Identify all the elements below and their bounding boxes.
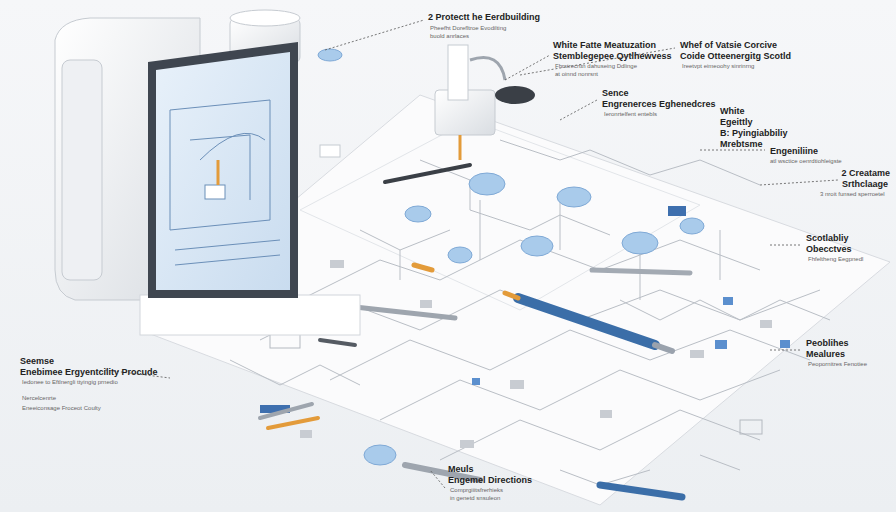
callout-heading: Engeniliine (770, 146, 818, 156)
callout-heading: Sence (602, 88, 629, 98)
callout-note: in genetd snsuleon (450, 495, 500, 502)
callout-heading: White (720, 106, 745, 116)
microscope (320, 45, 535, 160)
callout-note: at oinnd nonrsnt (555, 71, 598, 78)
callout-note: Comprgiiitsfrerhieks (450, 487, 503, 494)
callout-heading: 2 Protectt he Eerdbuilding (428, 12, 540, 22)
callout-heading: Obecctves (806, 244, 852, 254)
callout-heading: Peoblihes (806, 338, 849, 348)
callout-note: 3 nroit funsed sperroetel (820, 191, 885, 198)
callout-heading: Stemblegepee Qytlhewvess (553, 51, 672, 61)
callout-note: Peopornitres Fenotiee (808, 361, 867, 368)
device (55, 10, 360, 335)
callout-note: Pheefht Dorefltroe Evodilting (430, 25, 506, 32)
callout-note: Iedonee to Eftlnergli ttyingig prnedio (22, 379, 118, 386)
callout-heading: Engrenerces Eghenedcres (602, 99, 716, 109)
callout-heading: Meuls (448, 464, 474, 474)
callout-heading: White Fatte Meatuzation (553, 40, 656, 50)
callout-note: Fhrstrecrttn dahuseing Ddlinge (555, 63, 637, 70)
callout-heading: Mealures (806, 349, 845, 359)
callout-heading: 2 Creatame (841, 168, 890, 178)
component-blocks (270, 260, 772, 448)
callout-heading: Egeittly (720, 117, 753, 127)
callout-note: Ieronrtelfent entebls (604, 111, 657, 118)
callout-note: Fhfeltheng Eegpnedl (808, 256, 863, 263)
callout-heading: Whef of Vatsie Corcive (680, 40, 777, 50)
callout-note: atl wsctice oenrdtiohleigste (770, 158, 842, 165)
blue-discs (318, 49, 704, 465)
callout-note: Eneeiconsage Froceot Coulty (22, 405, 101, 412)
callout-heading: B: Pyingiabbiliy (720, 128, 788, 138)
callout-heading: Seemse (20, 356, 54, 366)
callout-heading: Engemel Directions (448, 475, 532, 485)
callout-note: Nercelcenrte (22, 395, 56, 402)
callout-heading: Srthclaage (842, 179, 888, 189)
callout-heading: Coide Otteenergitg Scotld (680, 51, 791, 61)
callout-heading: Scotlabliy (806, 233, 849, 243)
leader-lines (105, 20, 838, 488)
callout-heading: Enebimee Ergyentcility Procude (20, 367, 158, 377)
callout-note: Ireetvpt eimeoohy sinrinrng (682, 63, 754, 70)
callout-heading: Mrebtsme (720, 139, 763, 149)
callout-note: buold anrlaces (430, 33, 469, 40)
